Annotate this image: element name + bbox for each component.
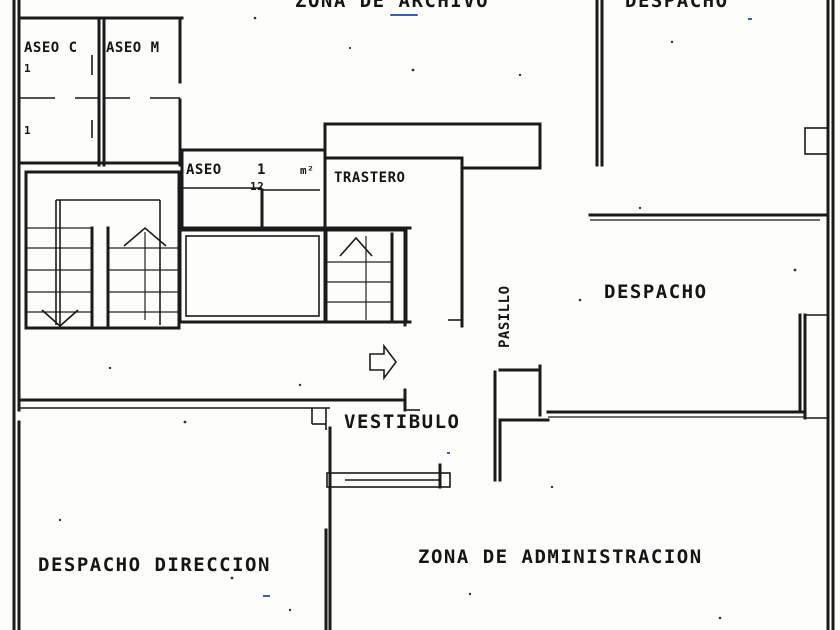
label-aseo-m2: m²	[300, 164, 315, 177]
central-landing	[178, 228, 412, 324]
label-aseo-c: ASEO C	[24, 40, 78, 56]
label-vestibulo: VESTIBULO	[344, 411, 461, 433]
label-despacho-mid: DESPACHO	[604, 281, 708, 303]
pasillo-walls	[493, 313, 828, 482]
vestibulo-walls	[17, 388, 451, 630]
despacho-top-walls	[588, 0, 830, 221]
label-aseo-m: ASEO M	[106, 40, 160, 56]
entrance-arrow-icon	[369, 343, 397, 381]
label-aseo: ASEO	[186, 162, 222, 178]
label-zona-administracion: ZONA DE ADMINISTRACION	[418, 546, 703, 568]
label-trastero: TRASTERO	[334, 170, 406, 186]
blue-pen-marks	[263, 14, 752, 597]
label-aseo-12: 12	[250, 180, 265, 193]
label-zona-archivo: ZONA DE ARCHIVO	[295, 0, 490, 12]
stairwell	[24, 170, 181, 330]
label-aseo-c-mark-2: 1	[24, 124, 32, 137]
aseo-trastero-walls	[180, 122, 542, 328]
right-stair	[324, 228, 408, 324]
scan-speckles	[58, 16, 797, 620]
label-aseo-c-mark: 1	[24, 62, 32, 75]
label-despacho-direccion: DESPACHO DIRECCION	[38, 554, 271, 576]
aseo-walls	[17, 16, 184, 167]
label-aseo-mark: 1	[257, 162, 266, 178]
label-despacho-top: DESPACHO	[625, 0, 729, 12]
label-pasillo: PASILLO	[497, 285, 513, 348]
outer-walls	[12, 0, 835, 630]
